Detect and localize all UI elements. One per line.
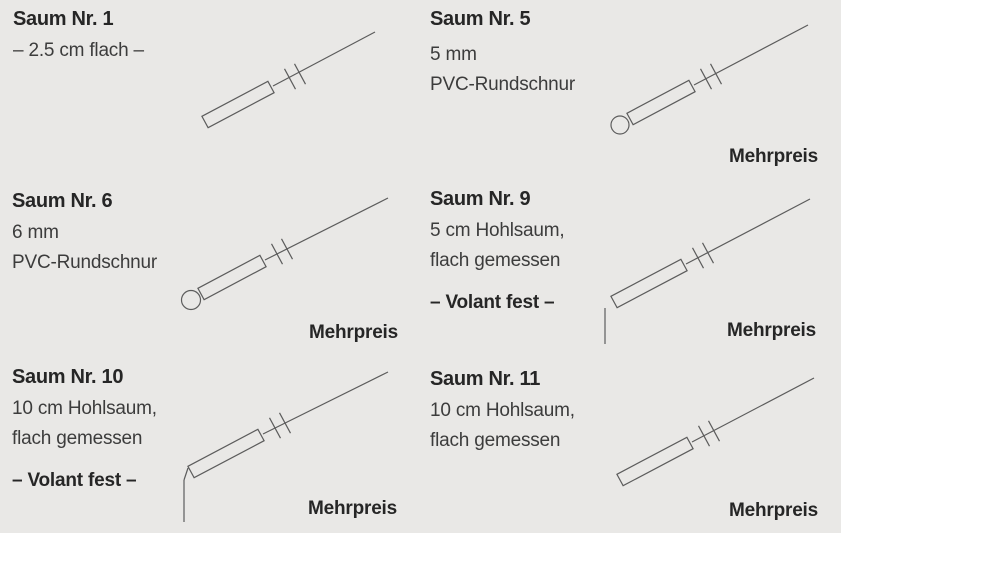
panel-title-saum-11: Saum Nr. 11 (430, 368, 541, 390)
flat-hem-diagram-saum-1 (201, 31, 376, 129)
panel-desc1-saum-5: 5 mm (430, 44, 477, 65)
panel-desc1-saum-6: 6 mm (12, 222, 59, 243)
panel-desc1-saum-11: 10 cm Hohlsaum, (430, 400, 575, 421)
panel-desc2-saum-9: flach gemessen (430, 250, 561, 271)
hollow-hem-diagram-saum-9 (604, 198, 811, 344)
hollow-hem-diagram-saum-10 (183, 371, 389, 522)
valance-note-saum-9: – Volant fest – (430, 292, 555, 313)
surcharge-label-saum-5: Mehrpreis (729, 146, 819, 167)
panel-desc2-saum-11: flach gemessen (430, 430, 561, 451)
round-cord-hem-diagram-saum-5 (610, 24, 809, 135)
panel-desc1-saum-9: 5 cm Hohlsaum, (430, 220, 565, 241)
panel-title-saum-5: Saum Nr. 5 (430, 8, 531, 30)
round-cord-hem-diagram-saum-6 (180, 197, 389, 311)
surcharge-label-saum-11: Mehrpreis (729, 500, 819, 521)
panel-desc1-saum-10: 10 cm Hohlsaum, (12, 398, 157, 419)
panel-desc2-saum-10: flach gemessen (12, 428, 143, 449)
panel-desc-saum-1: – 2.5 cm flach – (13, 40, 144, 61)
hollow-hem-diagram-saum-11 (616, 377, 815, 487)
panel-title-saum-1: Saum Nr. 1 (13, 8, 114, 30)
catalog-background (0, 0, 841, 533)
panel-title-saum-10: Saum Nr. 10 (12, 366, 124, 388)
panel-title-saum-9: Saum Nr. 9 (430, 188, 531, 210)
surcharge-label-saum-10: Mehrpreis (308, 498, 398, 519)
surcharge-label-saum-9: Mehrpreis (727, 320, 817, 341)
surcharge-label-saum-6: Mehrpreis (309, 322, 399, 343)
panel-desc2-saum-5: PVC-Rundschnur (430, 74, 576, 95)
valance-note-saum-10: – Volant fest – (12, 470, 137, 491)
panel-title-saum-6: Saum Nr. 6 (12, 190, 113, 212)
panel-desc2-saum-6: PVC-Rundschnur (12, 252, 158, 273)
